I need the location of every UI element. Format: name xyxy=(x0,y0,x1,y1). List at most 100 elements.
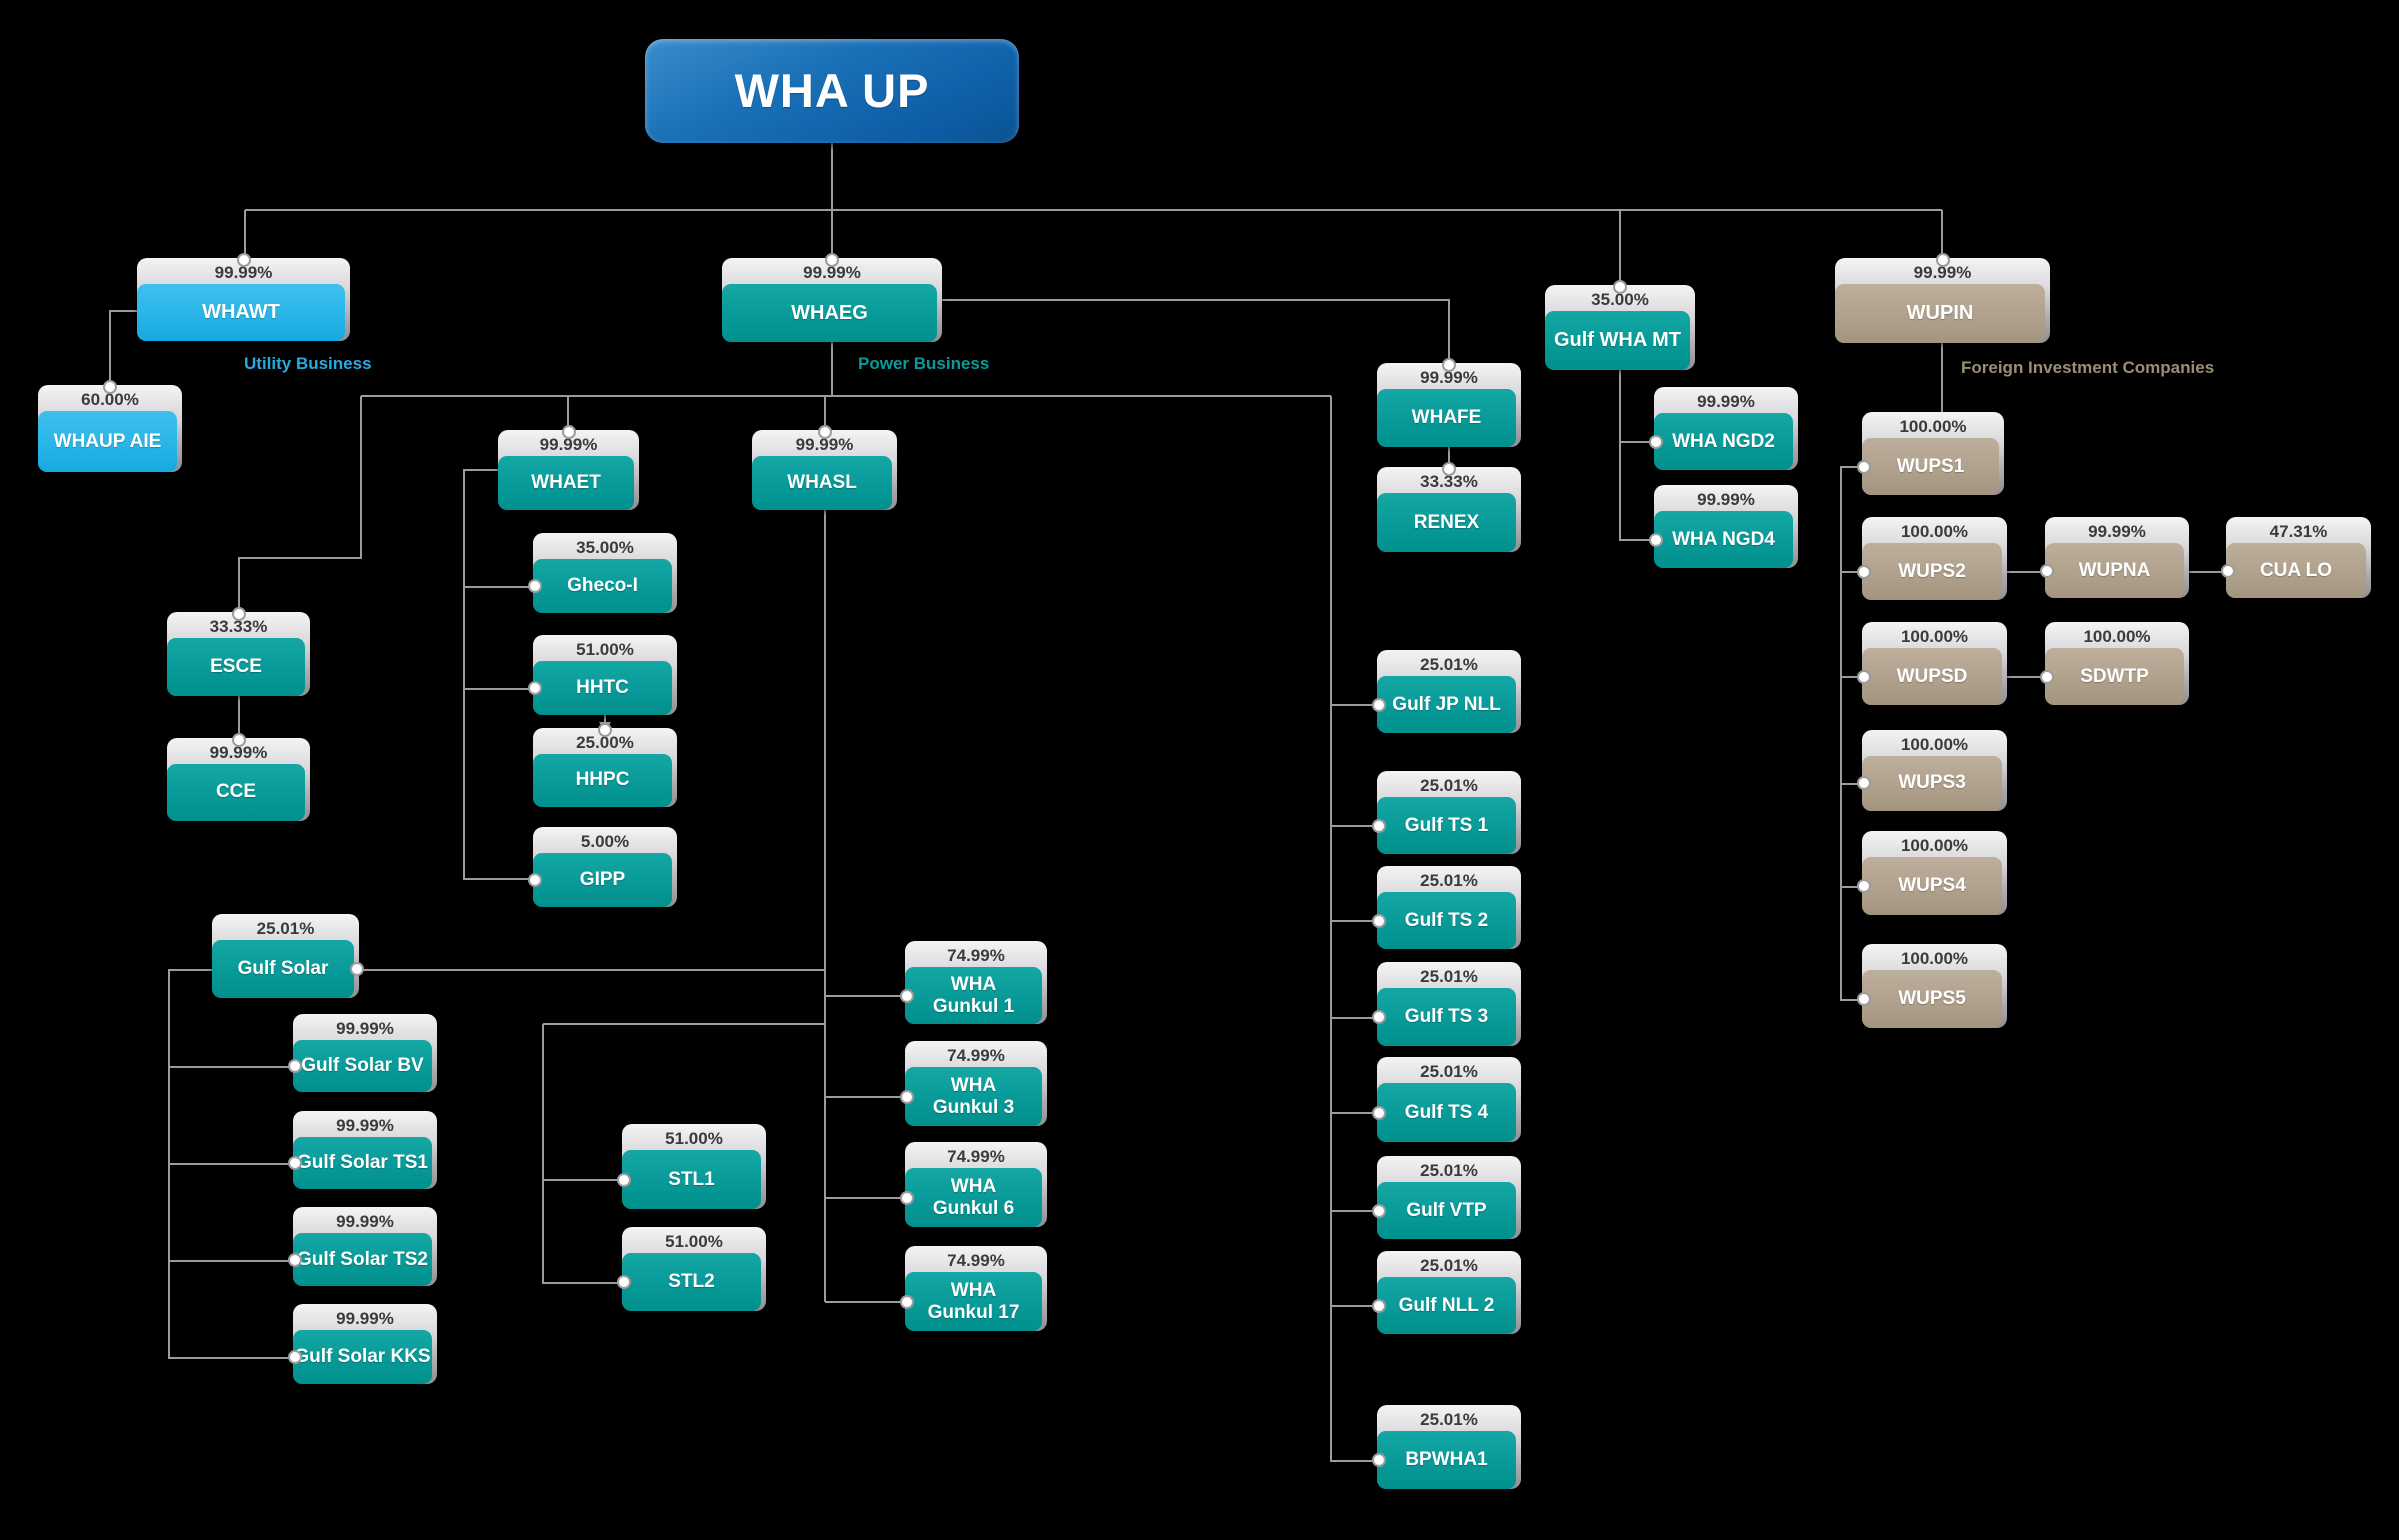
ownership-percent: 100.00% xyxy=(1900,627,1969,646)
connector-dot xyxy=(288,1252,302,1267)
org-node-whaeg: 99.99%WHAEG xyxy=(722,258,942,342)
ownership-percent: 99.99% xyxy=(803,263,861,282)
connector-dot xyxy=(617,1275,631,1289)
org-node-whafe: 99.99%WHAFE xyxy=(1377,363,1521,447)
company-name: WUPIN xyxy=(1835,284,2045,343)
company-name: WUPSD xyxy=(1862,648,2002,705)
section-label: Foreign Investment Companies xyxy=(1961,358,2215,377)
org-node-gulf-ts-4: 25.01%Gulf TS 4 xyxy=(1377,1057,1521,1142)
connector-dot xyxy=(1372,1298,1386,1313)
connector-dot xyxy=(900,1294,914,1309)
connector-dot xyxy=(1372,1453,1386,1467)
connector-dot xyxy=(1857,669,1871,684)
ownership-percent: 100.00% xyxy=(2083,627,2151,646)
connector-dot xyxy=(900,1190,914,1205)
connector-dot xyxy=(2040,563,2054,578)
org-node-wha-ngd4: 99.99%WHA NGD4 xyxy=(1654,485,1798,568)
connector-dot xyxy=(2040,669,2054,684)
org-node-gulf-solar-ts1: 99.99%Gulf Solar TS1 xyxy=(293,1111,437,1189)
connector-dot xyxy=(900,1089,914,1104)
company-name: WHA NGD4 xyxy=(1654,511,1793,568)
company-name: Gulf TS 1 xyxy=(1377,797,1516,854)
company-name: Gulf Solar KKS xyxy=(293,1330,432,1384)
ownership-percent: 99.99% xyxy=(336,1309,394,1328)
connector-dot xyxy=(1442,358,1456,372)
company-name: WHA NGD2 xyxy=(1654,413,1793,470)
connector-dot xyxy=(528,579,542,593)
ownership-percent: 99.99% xyxy=(795,435,854,454)
org-node-gulf-nll-2: 25.01%Gulf NLL 2 xyxy=(1377,1251,1521,1334)
org-node-whaet: 99.99%WHAET xyxy=(498,430,639,510)
ownership-percent: 100.00% xyxy=(1900,836,1969,855)
company-name: WUPS5 xyxy=(1862,970,2002,1028)
org-node-gipp: 5.00%GIPP xyxy=(533,827,677,907)
company-name: Gulf Solar TS2 xyxy=(293,1233,432,1286)
connector-dot xyxy=(1649,532,1663,547)
company-name: Gulf Solar xyxy=(212,940,354,998)
company-name: HHTC xyxy=(533,661,672,715)
connector-dot xyxy=(236,253,251,267)
ownership-percent: 99.99% xyxy=(2088,522,2146,541)
org-node-whaup-aie: 60.00%WHAUP AIE xyxy=(38,385,182,472)
org-node-wha-gunkul-17: 74.99%WHA Gunkul 17 xyxy=(905,1246,1047,1331)
company-name: WHA Gunkul 3 xyxy=(905,1067,1042,1126)
ownership-percent: 25.01% xyxy=(256,919,315,938)
ownership-percent: 33.33% xyxy=(209,617,268,636)
org-node-gulf-solar-bv: 99.99%Gulf Solar BV xyxy=(293,1014,437,1092)
connector-dot xyxy=(288,1059,302,1073)
company-name: WHASL xyxy=(752,456,892,510)
ownership-percent: 25.01% xyxy=(1420,967,1478,986)
connector-dot xyxy=(1857,879,1871,893)
org-node-wups2: 100.00%WUPS2 xyxy=(1862,517,2007,600)
ownership-percent: 51.00% xyxy=(576,640,634,659)
ownership-percent: 5.00% xyxy=(580,832,630,851)
org-node-esce: 33.33%ESCE xyxy=(167,612,310,696)
org-node-gheco-i: 35.00%Gheco-I xyxy=(533,533,677,613)
company-name: Gulf TS 3 xyxy=(1377,988,1516,1046)
ownership-percent: 74.99% xyxy=(947,1251,1005,1270)
connector-dot xyxy=(2221,563,2235,578)
company-name: Gulf Solar TS1 xyxy=(293,1137,432,1189)
ownership-percent: 25.01% xyxy=(1420,1062,1478,1081)
ownership-percent: 99.99% xyxy=(1420,368,1478,387)
company-name: Gulf TS 2 xyxy=(1377,892,1516,949)
company-name: SDWTP xyxy=(2045,648,2184,705)
ownership-percent: 33.33% xyxy=(1420,472,1478,491)
ownership-percent: 25.01% xyxy=(1420,1410,1478,1429)
ownership-percent: 25.00% xyxy=(576,733,634,752)
connector-dot xyxy=(528,873,542,887)
company-name: Gulf Solar BV xyxy=(293,1040,432,1092)
ownership-percent: 99.99% xyxy=(209,743,268,762)
org-node-gulf-ts-1: 25.01%Gulf TS 1 xyxy=(1377,771,1521,854)
company-name: WUPS1 xyxy=(1862,438,1999,495)
company-name: WHA UP xyxy=(734,63,930,117)
company-name: CCE xyxy=(167,764,305,821)
org-node-wha-up: WHA UP xyxy=(645,39,1019,143)
company-name: CUA LO xyxy=(2226,543,2366,598)
company-name: WUPS3 xyxy=(1862,756,2002,811)
company-name: RENEX xyxy=(1377,493,1516,552)
ownership-percent: 35.00% xyxy=(1591,290,1649,309)
company-name: WUPS2 xyxy=(1862,543,2002,600)
connector-line xyxy=(542,1024,622,1284)
org-node-whawt: 99.99%WHAWT xyxy=(137,258,350,341)
ownership-percent: 60.00% xyxy=(81,390,139,409)
org-node-renex: 33.33% RENEX xyxy=(1377,467,1521,552)
ownership-percent: 47.31% xyxy=(2269,522,2328,541)
ownership-percent: 25.01% xyxy=(1420,871,1478,890)
company-name: Gulf WHA MT xyxy=(1545,311,1690,370)
connector-dot xyxy=(1372,818,1386,833)
ownership-percent: 74.99% xyxy=(947,1046,1005,1065)
connector-line xyxy=(1330,396,1377,1462)
connector-dot xyxy=(1372,913,1386,928)
company-name: WHAWT xyxy=(137,284,345,341)
org-node-hhpc: 25.00%HHPC xyxy=(533,728,677,807)
connector-dot xyxy=(598,723,612,737)
ownership-percent: 99.99% xyxy=(1913,263,1972,282)
connector-line xyxy=(1619,370,1654,541)
ownership-percent: 25.01% xyxy=(1420,1256,1478,1275)
org-node-wups4: 100.00%WUPS4 xyxy=(1862,831,2007,915)
org-node-wha-ngd2: 99.99%WHA NGD2 xyxy=(1654,387,1798,470)
org-node-wha-gunkul-6: 74.99%WHA Gunkul 6 xyxy=(905,1142,1047,1227)
